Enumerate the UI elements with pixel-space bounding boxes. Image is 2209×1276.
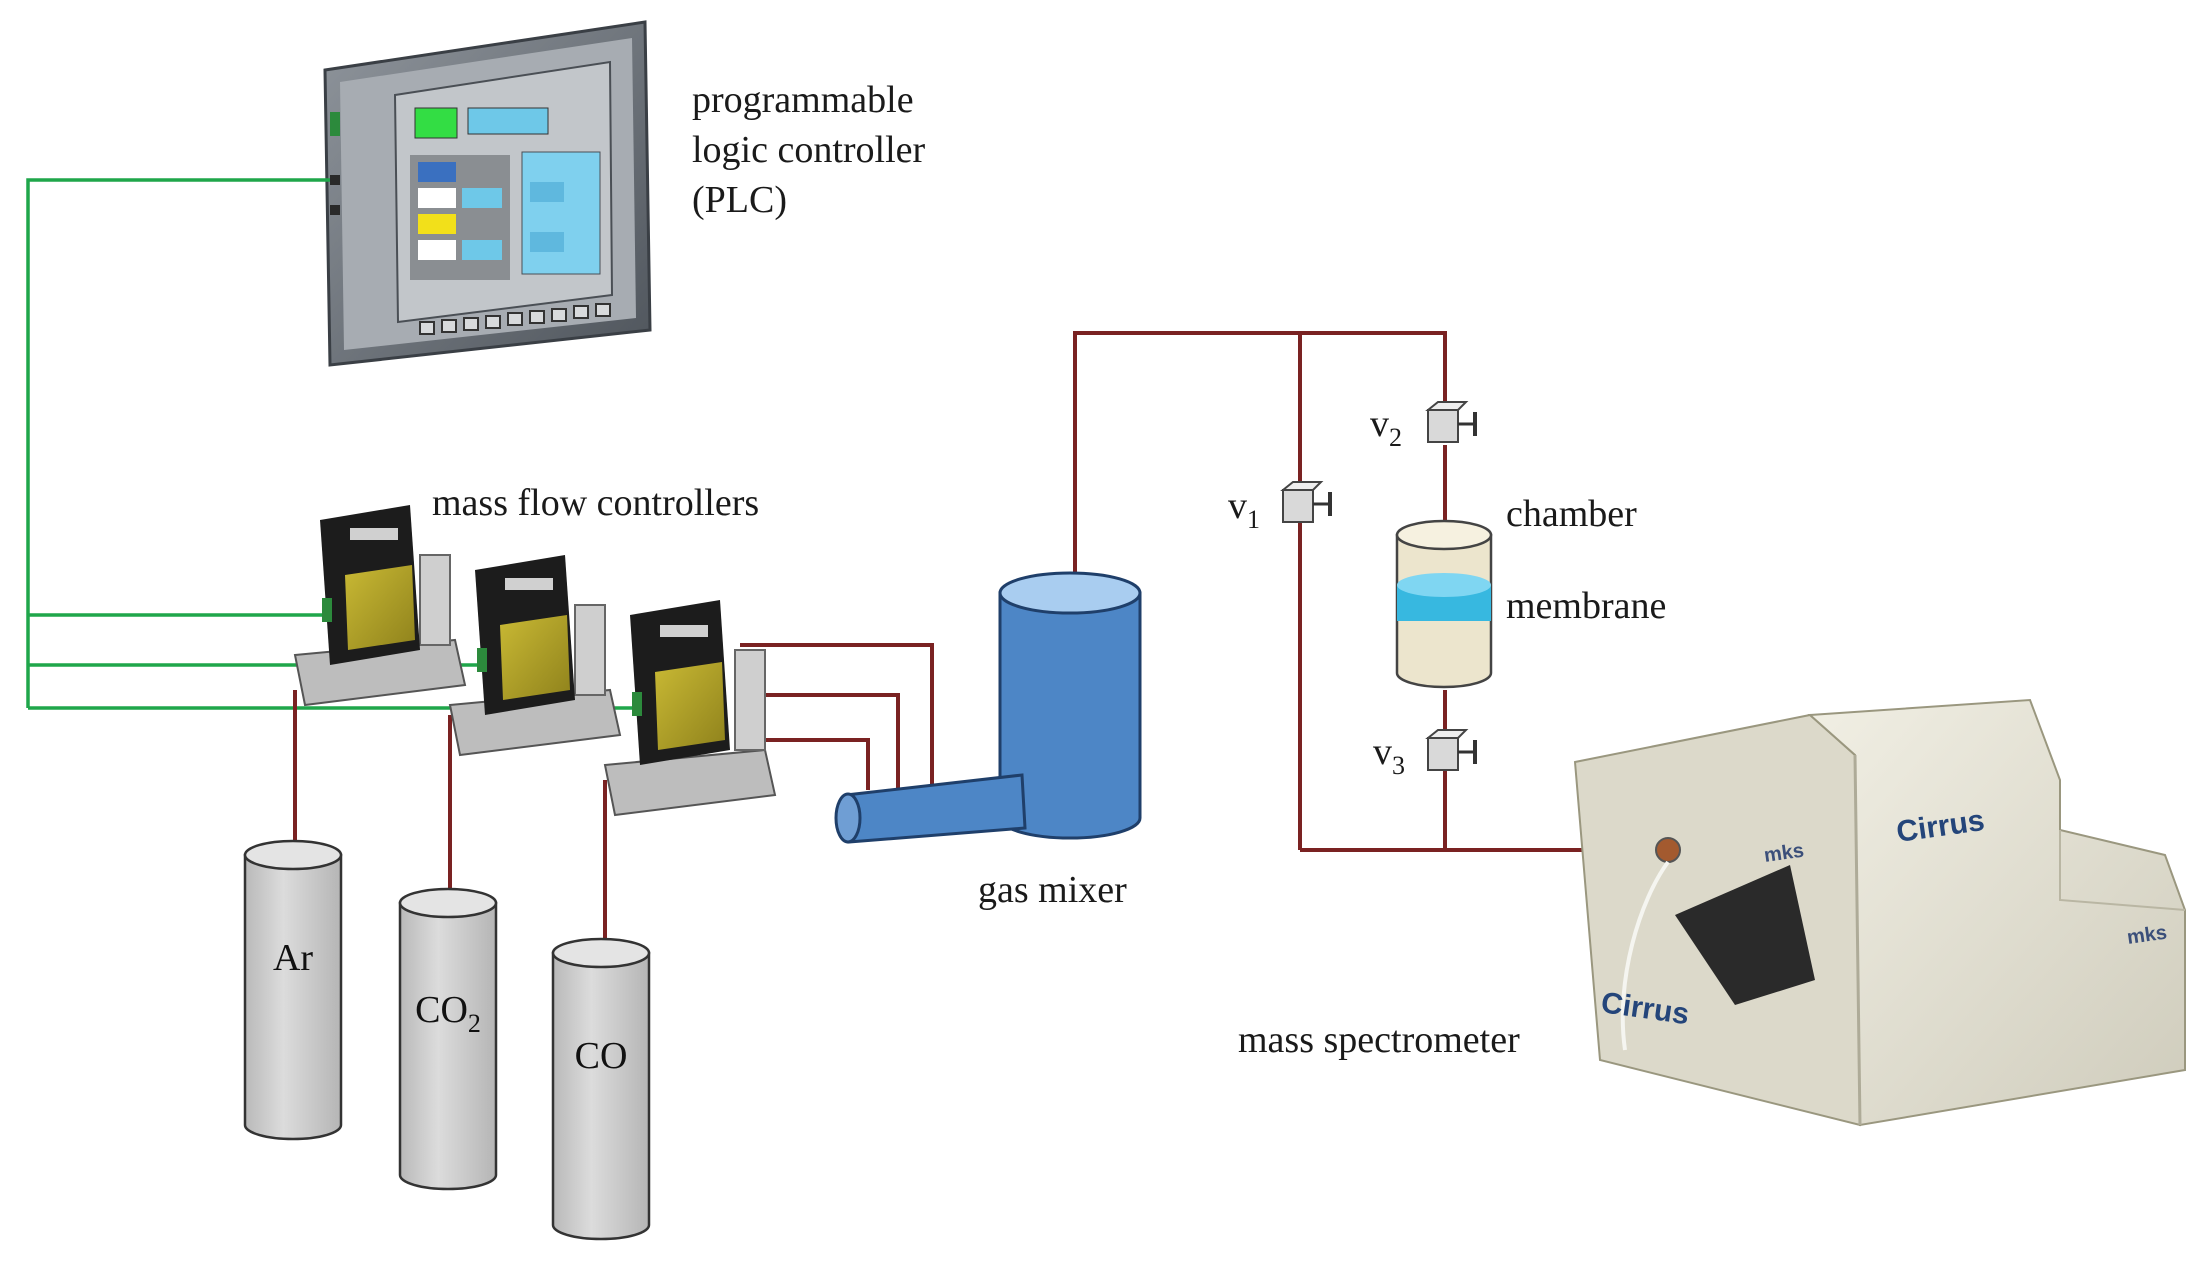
plc-unit [323,20,652,367]
valve-v2 [1425,401,1477,443]
mass-spectrometer-inlet [1655,837,1681,863]
mass-flow-controller-3 [603,600,777,817]
plc-label-line-1: programmable [692,79,914,121]
plc-keypad [419,303,611,335]
gas-cylinder-co2: CO2 [398,887,498,1191]
plc-screen-green-indicator [414,107,458,139]
plc-label-line-3: (PLC) [692,179,787,221]
valve-v1 [1280,481,1332,523]
mass-flow-controller-1 [293,505,467,707]
cylinder-label-co2: CO2 [415,989,481,1038]
mass-spectrometer: Cirrus Cirrus mks mks [1573,698,2186,1127]
gas-cylinder-ar: Ar [243,839,343,1141]
valve-label-v2: v2 [1370,403,1402,452]
plc-label-line-2: logic controller [692,129,926,171]
valve-label-v3: v3 [1373,731,1405,780]
cylinder-label-co: CO [575,1035,628,1077]
mass-spectrometer-label: mass spectrometer [1238,1019,1520,1061]
membrane-label: membrane [1506,585,1666,627]
gas-mixer-label: gas mixer [978,869,1127,911]
mass-flow-controller-2 [448,555,622,757]
chamber-label: chamber [1506,493,1637,535]
valve-label-v1: v1 [1228,485,1260,534]
mass-spectrometer-vent [1675,865,1815,1005]
valve-v3 [1425,729,1477,771]
gas-mixer [834,571,1142,844]
cylinder-label-ar: Ar [273,937,313,979]
mass-flow-controllers-label: mass flow controllers [432,482,759,524]
membrane-chamber [1395,519,1493,689]
gas-cylinder-co: CO [551,937,651,1241]
